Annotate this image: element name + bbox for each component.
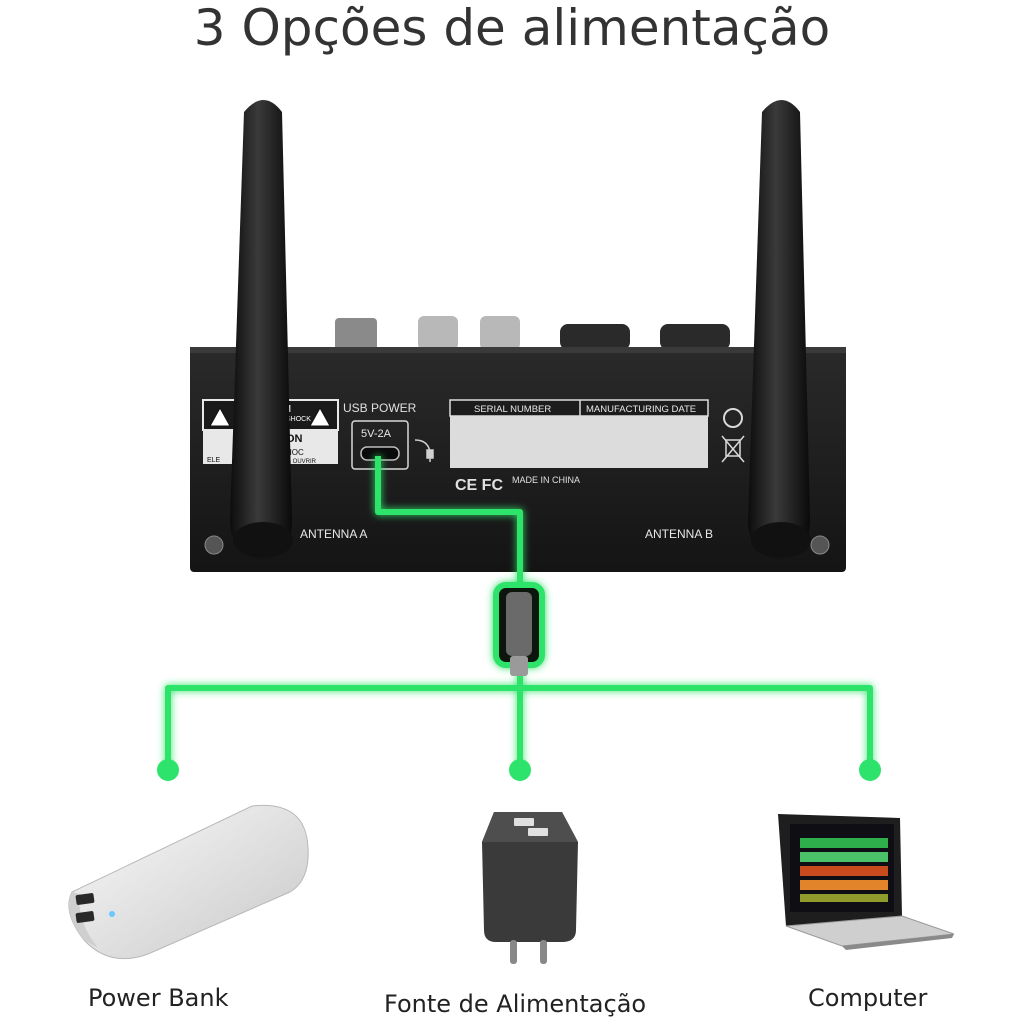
- plug-icon: [414, 439, 434, 462]
- serial-number-header: SERIAL NUMBER: [474, 404, 551, 415]
- warning-fragment: ELE: [207, 457, 221, 464]
- antenna-b: [748, 100, 811, 558]
- warning-line-2: SHOCK: [286, 416, 311, 423]
- manufacturing-date-header: MANUFACTURING DATE: [586, 404, 696, 415]
- audio-waveform: [800, 838, 888, 902]
- warning-line-4: HOC: [286, 448, 304, 457]
- mixer-device: ON SHOCK ON HOC ELE AS OUVRIR USB POWER …: [190, 347, 846, 572]
- connector-dot-computer: [859, 759, 881, 781]
- power-cable: [165, 456, 873, 770]
- weee-bin-icon: [721, 435, 745, 463]
- usb-power-label: USB POWER: [343, 401, 417, 415]
- usb-rating: 5V-2A: [361, 428, 392, 440]
- page-title: 3 Opções de alimentação: [193, 0, 831, 57]
- usb-c-plug: [493, 582, 545, 676]
- antenna-b-label: ANTENNA B: [645, 527, 713, 541]
- power-bank-image: [68, 804, 309, 960]
- made-in-label: MADE IN CHINA: [512, 475, 580, 485]
- warning-line-5: AS OUVRIR: [283, 459, 317, 465]
- certification-marks: CE FC: [455, 477, 503, 494]
- connector-dot-power-bank: [157, 759, 179, 781]
- screw-icon: [204, 535, 224, 555]
- option-label-power-adapter: Fonte de Alimentação: [384, 990, 647, 1018]
- recycle-icon: [723, 408, 743, 428]
- antenna-a: [230, 100, 293, 558]
- screw-icon: [810, 535, 830, 555]
- serial-table: SERIAL NUMBER MANUFACTURING DATE: [449, 399, 709, 468]
- option-label-computer: Computer: [808, 984, 928, 1012]
- warning-line-3: ON: [286, 433, 303, 445]
- connector-dot-adapter: [509, 759, 531, 781]
- antenna-a-label: ANTENNA A: [300, 527, 367, 541]
- laptop-image: [778, 814, 955, 950]
- wall-adapter-image: [482, 812, 578, 964]
- top-connectors: [335, 316, 730, 350]
- option-label-power-bank: Power Bank: [88, 984, 229, 1012]
